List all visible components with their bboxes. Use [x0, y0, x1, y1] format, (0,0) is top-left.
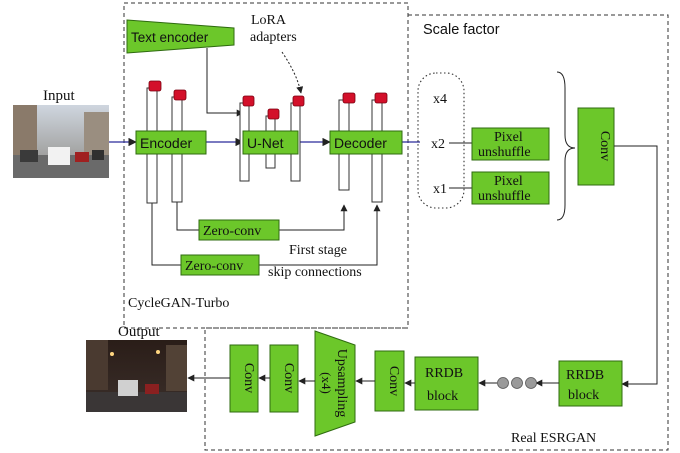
real-esrgan-label: Real ESRGAN	[511, 431, 596, 446]
unet-label: U-Net	[247, 135, 284, 151]
skip-connection-upper	[176, 202, 199, 231]
adapters-label: adapters	[250, 30, 297, 45]
scale-x2-label: x2	[431, 137, 445, 152]
rrdb-right-label-1: RRDB	[566, 368, 604, 383]
zero-conv-lower-label: Zero-conv	[185, 259, 243, 274]
zero-conv-lower-block	[180, 254, 260, 276]
decoder-label: Decoder	[334, 135, 387, 151]
scale-factor-selector	[417, 72, 465, 209]
conv-label-pre-upsample: Conv	[386, 366, 401, 396]
encoder-label: Encoder	[140, 135, 192, 151]
scale-brace	[556, 71, 576, 221]
first-stage-label: First stage	[289, 243, 347, 258]
unet-block	[242, 130, 299, 155]
upsampling-label: Upsampling	[334, 349, 349, 417]
unet-adapter-3	[292, 95, 305, 107]
conv-block-left	[229, 344, 259, 413]
zero-conv-upper-to-decoder-arrow	[279, 204, 348, 231]
conv-block-top	[577, 107, 615, 186]
zero-conv-lower-to-decoder-arrow	[259, 204, 381, 266]
decoder-adapter-1	[342, 92, 356, 104]
pixel-unshuffle-x1-label-2: unshuffle	[478, 189, 531, 204]
output-label: Output	[118, 324, 161, 340]
encoder-block	[135, 130, 207, 155]
pixel-unshuffle-x2-block	[471, 127, 550, 161]
encoder-adapter-2	[173, 89, 187, 101]
scale-x1-label: x1	[433, 182, 447, 197]
rrdb-right-label-2: block	[568, 388, 599, 403]
conv-label-top: Conv	[597, 131, 612, 161]
conv-to-rrdb-arrow	[614, 145, 658, 388]
text-encoder-block	[126, 19, 235, 54]
encoder-adapter-1	[148, 80, 162, 92]
conv-label-left: Conv	[241, 363, 256, 393]
lora-label: LoRA	[251, 13, 287, 28]
conv-block-middle	[269, 344, 299, 413]
skip-connection-lower	[151, 203, 181, 266]
output-image	[86, 340, 187, 412]
real-esrgan-region	[204, 14, 669, 451]
decoder-adapter-2	[374, 92, 388, 104]
upsampling-factor-label: (x4)	[319, 372, 334, 394]
skip-connections-label: skip connections	[268, 265, 362, 280]
text-encoder-to-unet-arrow	[206, 48, 244, 117]
unet-adapter-2	[267, 108, 280, 120]
upsampling-block	[314, 330, 356, 437]
cyclegan-turbo-label: CycleGAN-Turbo	[128, 296, 229, 311]
rrdb-left-label-1: RRDB	[425, 366, 463, 381]
rrdb-block-right	[558, 360, 623, 407]
lora-pointer-arrow	[281, 51, 304, 94]
decoder-block	[329, 130, 403, 155]
pixel-unshuffle-x1-block	[471, 171, 550, 205]
rrdb-left-label-2: block	[427, 389, 458, 404]
pixel-unshuffle-x1-label-1: Pixel	[494, 174, 523, 189]
ellipsis-icon	[497, 377, 537, 389]
text-encoder-label: Text encoder	[131, 30, 209, 45]
zero-conv-upper-label: Zero-conv	[203, 224, 261, 239]
input-image	[13, 105, 109, 178]
pixel-unshuffle-x2-label-1: Pixel	[494, 130, 523, 145]
scale-x4-label: x4	[433, 92, 447, 107]
pixel-unshuffle-x2-label-2: unshuffle	[478, 145, 531, 160]
unet-adapter-1	[242, 95, 255, 107]
conv-block-pre-upsample	[374, 350, 405, 412]
conv-label-middle: Conv	[281, 363, 296, 393]
input-label: Input	[43, 88, 75, 104]
scale-factor-label: Scale factor	[423, 22, 500, 38]
zero-conv-upper-block	[198, 219, 280, 241]
